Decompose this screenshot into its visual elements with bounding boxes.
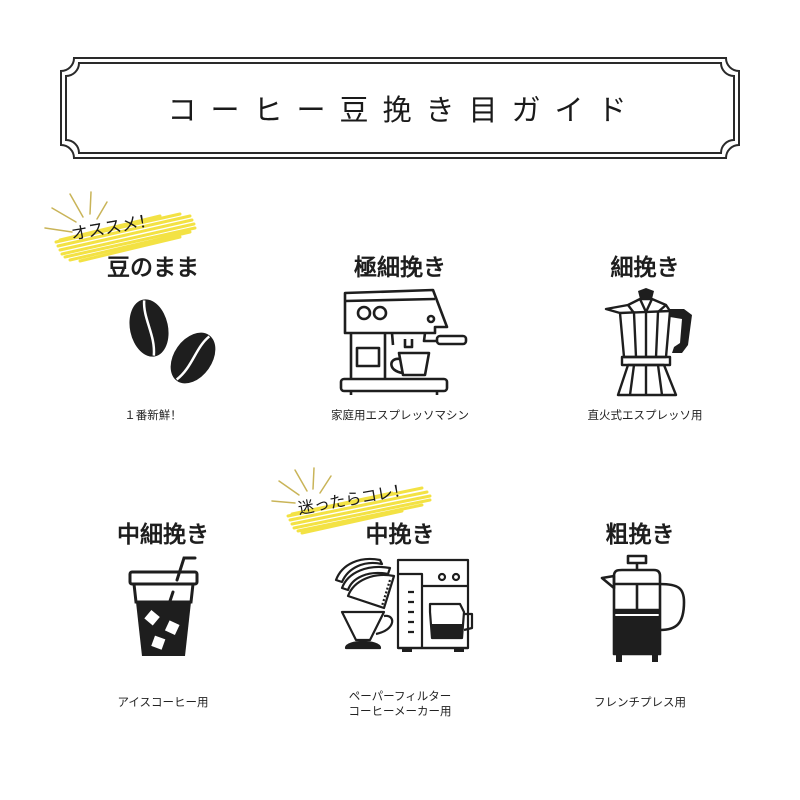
grind-caption: １番新鮮！ [53,408,253,423]
espresso-machine-icon [339,288,468,395]
undecided-pick-badge: 迷ったらコレ！ [262,465,442,535]
title-banner: コーヒー豆挽き目ガイド [60,57,740,159]
caption-line: コーヒーメーカー用 [348,704,452,718]
french-press-icon [600,554,686,662]
grind-heading: 粗挽き [605,522,675,548]
ornate-frame-border [60,57,740,159]
caption-line: ペーパーフィルター [348,689,452,703]
grind-caption: アイスコーヒー用 [63,695,263,710]
grind-card-medium: 中挽き ペーパーフィルター コーヒーメーカー用 [300,512,500,722]
caption-line: フレンチプレス用 [594,695,686,709]
recommended-badge: オススメ！ [40,190,210,265]
grind-card-whole-bean: 豆のまま １番新鮮！ [53,245,253,435]
sparkle-rays-icon [44,191,197,263]
grind-card-medium-fine: 中細挽き アイスコーヒー用 [63,512,263,722]
grind-heading: 豆のまま [107,255,199,281]
grind-caption: 直火式エスプレッソ用 [545,408,745,423]
sparkle-rays-icon [271,467,432,535]
page-title: コーヒー豆挽き目ガイド [167,93,641,127]
moka-pot-icon [604,288,692,397]
grind-heading: 極細挽き [354,255,446,281]
caption-line: 直火式エスプレッソ用 [587,408,703,422]
grind-card-coarse: 粗挽き フレンチプレス用 [540,512,740,722]
grind-card-extra-fine: 極細挽き 家庭用エスプレッソマシン [300,245,500,435]
grind-caption: フレンチプレス用 [540,695,740,710]
caption-line: アイスコーヒー用 [117,695,209,709]
grind-caption: ペーパーフィルター コーヒーメーカー用 [300,689,500,719]
grind-heading: 細挽き [610,255,680,281]
grind-heading: 中細挽き [117,522,209,548]
coffee-beans-icon [129,299,216,384]
iced-coffee-icon [128,556,199,656]
grind-heading: 中挽き [365,522,435,548]
grind-caption: 家庭用エスプレッソマシン [300,408,500,423]
grind-card-fine: 細挽き 直火式エスプレッソ用 [545,245,745,435]
drip-and-coffee-maker-icon [334,557,474,652]
caption-line: 家庭用エスプレッソマシン [331,408,469,422]
caption-line: １番新鮮！ [124,408,182,422]
